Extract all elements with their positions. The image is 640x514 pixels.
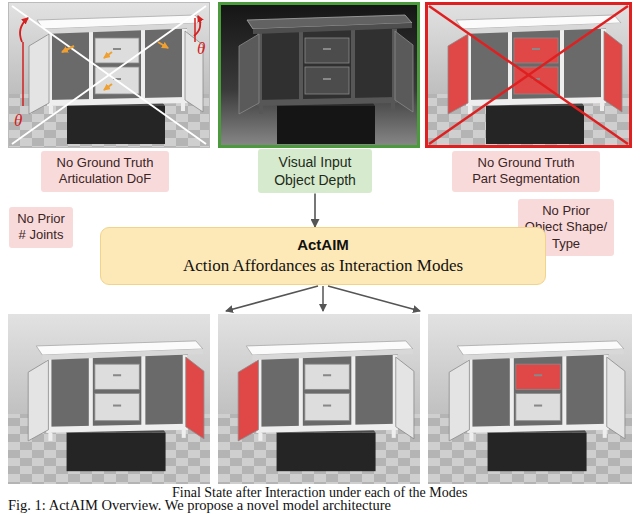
result-panel <box>428 314 632 484</box>
input-box: Visual Input Object Depth <box>258 149 372 193</box>
constraint-box: No Ground Truth Articulation DoF <box>41 151 169 192</box>
segmentation-panel <box>425 2 632 148</box>
box-text: No Ground Truth Part Segmentation <box>468 155 584 188</box>
box-text: Visual Input Object Depth <box>265 153 365 189</box>
figure-caption: Fig. 1: ActAIM Overview. We propose a no… <box>8 497 391 514</box>
mode-arrows <box>226 286 420 311</box>
constraint-box: No Ground Truth Part Segmentation <box>452 151 600 192</box>
box-text: No Ground Truth Articulation DoF <box>51 155 159 188</box>
depth-panel <box>218 2 420 148</box>
result-panel <box>8 314 210 484</box>
articulation-panel <box>8 2 210 148</box>
angle-symbol: θ <box>197 40 205 57</box>
box-text: Action Affordances as Interaction Modes <box>111 255 535 277</box>
result-panel <box>218 314 420 484</box>
constraint-box: No Prior # Joints <box>9 207 73 248</box>
model-band: ActAIMAction Affordances as Interaction … <box>100 227 546 285</box>
box-text: ActAIM <box>111 235 535 255</box>
angle-symbol: θ <box>14 112 22 129</box>
flow-arrow <box>314 193 316 227</box>
box-text: No Prior # Joints <box>15 211 67 244</box>
